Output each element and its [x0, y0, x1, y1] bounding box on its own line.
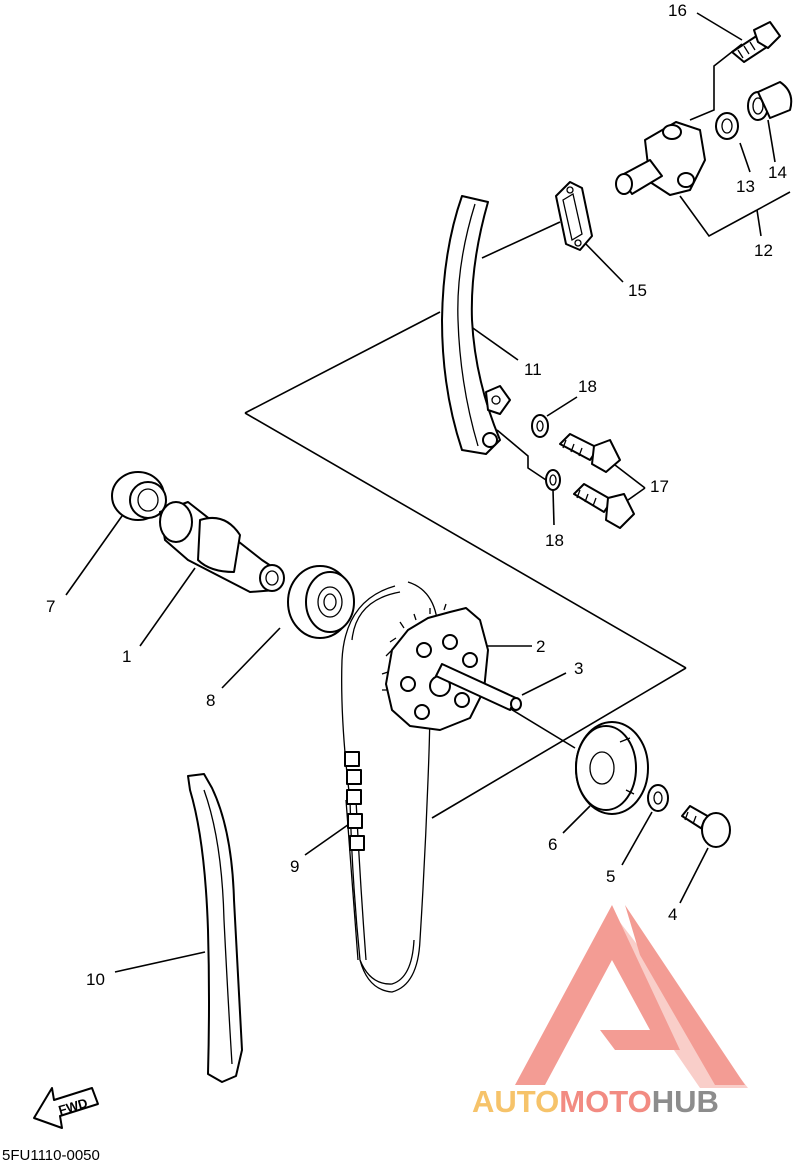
callout-3: 3	[574, 659, 583, 678]
callout-5: 5	[606, 867, 615, 886]
watermark-hub: HUB	[652, 1084, 719, 1119]
callout-15: 15	[628, 281, 647, 300]
callout-10: 10	[86, 970, 105, 989]
part-15-gasket	[555, 181, 593, 251]
part-5-washer	[647, 784, 669, 812]
part-9-cam-chain	[341, 581, 439, 993]
callout-18-top: 18	[578, 377, 597, 396]
callout-9: 9	[290, 857, 299, 876]
part-18-washer-lower	[545, 469, 561, 491]
part-16-bolt	[731, 21, 781, 63]
part-17-bolt-upper	[559, 433, 621, 473]
part-18-washer-upper	[531, 414, 549, 438]
part-2-cam-sprocket	[381, 603, 489, 731]
callout-13: 13	[736, 177, 755, 196]
callout-2: 2	[536, 637, 545, 656]
part-14-cap-bolt	[747, 81, 793, 121]
fwd-arrow: FWD	[33, 1087, 99, 1129]
part-10-chain-guide	[187, 773, 243, 1083]
part-8-bearing	[287, 565, 355, 639]
callout-18-bottom: 18	[545, 531, 564, 550]
part-3-pin	[435, 663, 522, 711]
callout-14: 14	[768, 163, 787, 182]
watermark-text: AUTOMOTOHUB	[472, 1084, 719, 1119]
callout-11: 11	[524, 360, 542, 379]
callout-16: 16	[668, 1, 687, 20]
part-11-tensioner-guide	[441, 195, 511, 455]
watermark-logo	[515, 905, 748, 1088]
diagram-code: 5FU1110-0050	[2, 1147, 100, 1163]
leader-lines	[65, 12, 791, 973]
callout-12: 12	[754, 241, 773, 260]
part-1-camshaft	[159, 501, 285, 593]
part-13-gasket	[715, 112, 739, 140]
part-17-bolt-lower	[573, 483, 635, 529]
callout-1: 1	[122, 647, 131, 666]
watermark-auto: AUTO	[472, 1084, 559, 1119]
part-7-bearing	[111, 471, 167, 521]
watermark-triangle	[515, 905, 745, 1085]
callout-7: 7	[46, 597, 55, 616]
callout-8: 8	[206, 691, 215, 710]
callout-17: 17	[650, 477, 669, 496]
callout-6: 6	[548, 835, 557, 854]
watermark-moto: MOTO	[559, 1084, 651, 1119]
part-12-tensioner-assy	[615, 121, 706, 196]
callout-4: 4	[668, 905, 677, 924]
part-6-decomp-plate	[575, 721, 649, 815]
callout-labels: 16 13 14 12 15 11 18 17 18 7 1 2 3 8 6 9…	[46, 1, 787, 989]
frame-lines	[244, 311, 687, 819]
part-4-bolt	[681, 805, 731, 848]
